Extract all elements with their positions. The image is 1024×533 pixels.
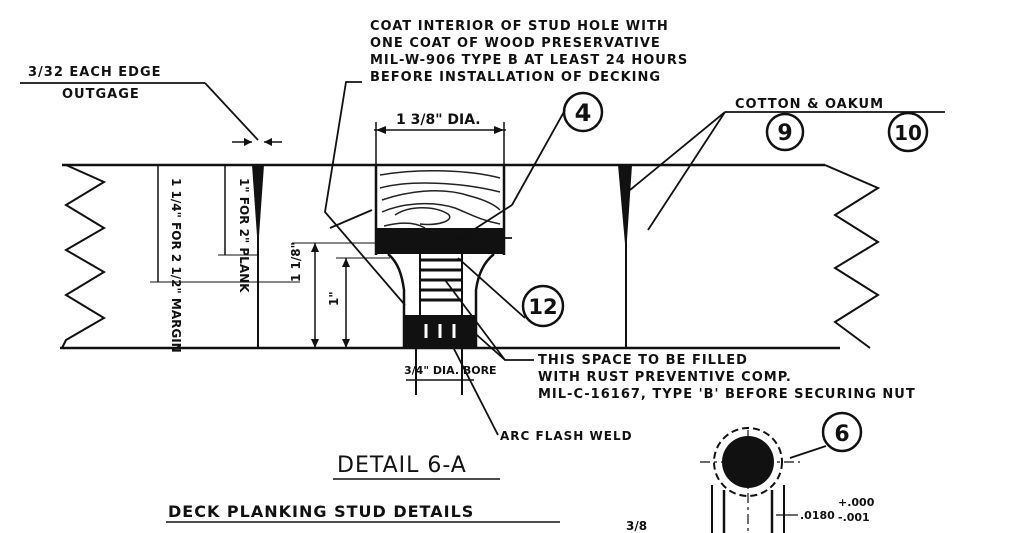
right-seam xyxy=(618,165,632,348)
tolerance-plus: +.000 xyxy=(838,496,875,509)
plank-dimension-label: 1" FOR 2" PLANK xyxy=(237,178,251,293)
detail-subtitle: DECK PLANKING STUD DETAILS xyxy=(168,502,474,521)
weld-note: ARC FLASH WELD xyxy=(500,429,633,443)
ring-fill xyxy=(722,436,774,488)
space-line2: WITH RUST PREVENTIVE COMP. xyxy=(538,370,792,385)
tolerance-minus: -.001 xyxy=(838,511,870,524)
wood-plug-grain xyxy=(379,169,501,229)
margin-dimension-label: 1 1/4" FOR 2 1/2" MARGIN xyxy=(169,178,183,353)
right-break-line xyxy=(824,164,881,349)
detail-6-partial: .0180 +.000 -.001 3/8 xyxy=(626,427,875,533)
outgage-line2: OUTGAGE xyxy=(62,87,140,102)
stud-threads xyxy=(420,248,462,302)
rust-note: THIS SPACE TO BE FILLED WITH RUST PREVEN… xyxy=(538,353,916,402)
caulk-note: COTTON & OAKUM xyxy=(735,97,884,112)
left-break-line xyxy=(61,164,107,349)
space-line1: THIS SPACE TO BE FILLED xyxy=(538,353,748,368)
stud-height-label: 1 1/8" xyxy=(289,242,303,282)
callout-6-label: 6 xyxy=(834,422,849,447)
coat-line2: ONE COAT OF WOOD PRESERVATIVE xyxy=(370,36,661,51)
coat-note: COAT INTERIOR OF STUD HOLE WITH ONE COAT… xyxy=(370,19,688,85)
callout-4: 4 xyxy=(562,91,604,133)
callout-9-label: 9 xyxy=(777,121,792,146)
outer-dashed-circle xyxy=(713,427,783,497)
hole-depth-label: 1" xyxy=(327,291,341,306)
coat-line1: COAT INTERIOR OF STUD HOLE WITH xyxy=(370,19,669,34)
callout-4-label: 4 xyxy=(575,99,592,127)
left-seam xyxy=(252,165,264,348)
dimension-lines xyxy=(150,122,506,381)
callout-9: 9 xyxy=(765,112,805,152)
callout-6: 6 xyxy=(821,411,863,453)
outgage-line1: 3/32 EACH EDGE xyxy=(28,65,162,80)
bore-label: 3/4" DIA. BORE xyxy=(404,364,497,377)
coat-line4: BEFORE INSTALLATION OF DECKING xyxy=(370,70,661,85)
outgage-note: 3/32 EACH EDGE OUTGAGE xyxy=(28,65,162,102)
callout-12: 12 xyxy=(521,284,565,328)
callout-12-label: 12 xyxy=(528,295,557,319)
callout-10: 10 xyxy=(887,111,929,153)
inner-circle xyxy=(727,441,769,483)
tolerance-base: .0180 xyxy=(800,509,835,522)
stud-assembly xyxy=(374,165,506,395)
stud-diameter-label: 1 3/8" DIA. xyxy=(396,112,481,128)
space-line3: MIL-C-16167, TYPE 'B' BEFORE SECURING NU… xyxy=(538,387,916,402)
detail-title: DETAIL 6-A xyxy=(337,453,467,478)
callout-10-label: 10 xyxy=(894,121,922,145)
coat-line3: MIL-W-906 TYPE B AT LEAST 24 HOURS xyxy=(370,53,688,68)
weld-marks xyxy=(424,324,456,338)
bottom-fraction: 3/8 xyxy=(626,519,647,533)
